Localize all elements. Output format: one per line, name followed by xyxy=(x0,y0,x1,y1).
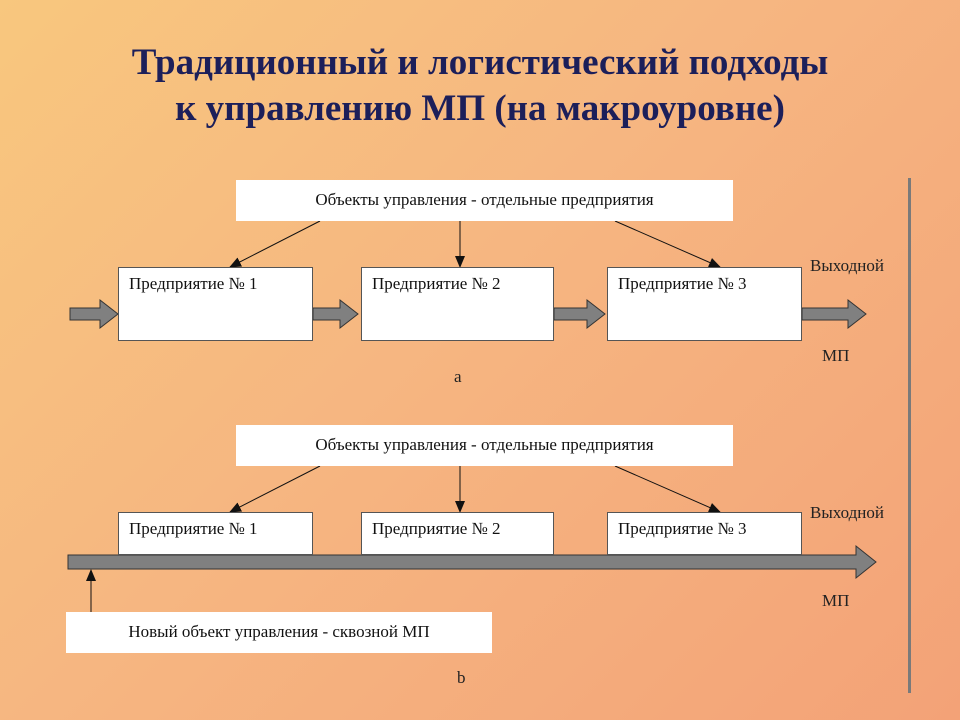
enterprise-b-1-label: Предприятие № 1 xyxy=(129,519,258,538)
title-line-1: Традиционный и логистический подходы xyxy=(131,42,829,83)
output-label-a-top: Выходной xyxy=(810,256,884,275)
flow-arrow-a-out xyxy=(801,298,867,330)
slide-title: Традиционный и логистический подходы к у… xyxy=(0,40,960,132)
enterprise-b-3-label: Предприятие № 3 xyxy=(618,519,747,538)
objects-label-b: Объекты управления - отдельные предприят… xyxy=(236,425,733,466)
enterprise-b-1: Предприятие № 1 xyxy=(118,512,313,555)
pointer-a-1 xyxy=(229,220,321,268)
caption-b: b xyxy=(457,668,466,687)
enterprise-b-2: Предприятие № 2 xyxy=(361,512,554,555)
enterprise-a-1-label: Предприятие № 1 xyxy=(129,274,258,293)
caption-a: a xyxy=(454,367,462,386)
enterprise-a-3: Предприятие № 3 xyxy=(607,267,802,341)
enterprise-b-3: Предприятие № 3 xyxy=(607,512,802,555)
pointer-b-1 xyxy=(229,465,321,513)
output-label-a-bottom: МП xyxy=(822,346,850,365)
flow-arrow-b-through xyxy=(67,544,877,580)
enterprise-a-1: Предприятие № 1 xyxy=(118,267,313,341)
pointer-b-3 xyxy=(614,465,721,513)
title-line-2: к управлению МП (на макроуровне) xyxy=(175,88,785,129)
vertical-divider xyxy=(908,178,911,693)
enterprise-a-2: Предприятие № 2 xyxy=(361,267,554,341)
enterprise-b-2-label: Предприятие № 2 xyxy=(372,519,501,538)
new-object-label: Новый объект управления - сквозной МП xyxy=(66,612,492,653)
pointer-a-3 xyxy=(614,220,721,268)
flow-arrow-a-link1 xyxy=(312,298,359,330)
enterprise-a-2-label: Предприятие № 2 xyxy=(372,274,501,293)
output-label-b-top: Выходной xyxy=(810,503,884,522)
output-label-b-bottom: МП xyxy=(822,591,850,610)
flow-arrow-a-link2 xyxy=(553,298,606,330)
objects-label-a: Объекты управления - отдельные предприят… xyxy=(236,180,733,221)
enterprise-a-3-label: Предприятие № 3 xyxy=(618,274,747,293)
flow-arrow-a-in xyxy=(69,298,119,330)
